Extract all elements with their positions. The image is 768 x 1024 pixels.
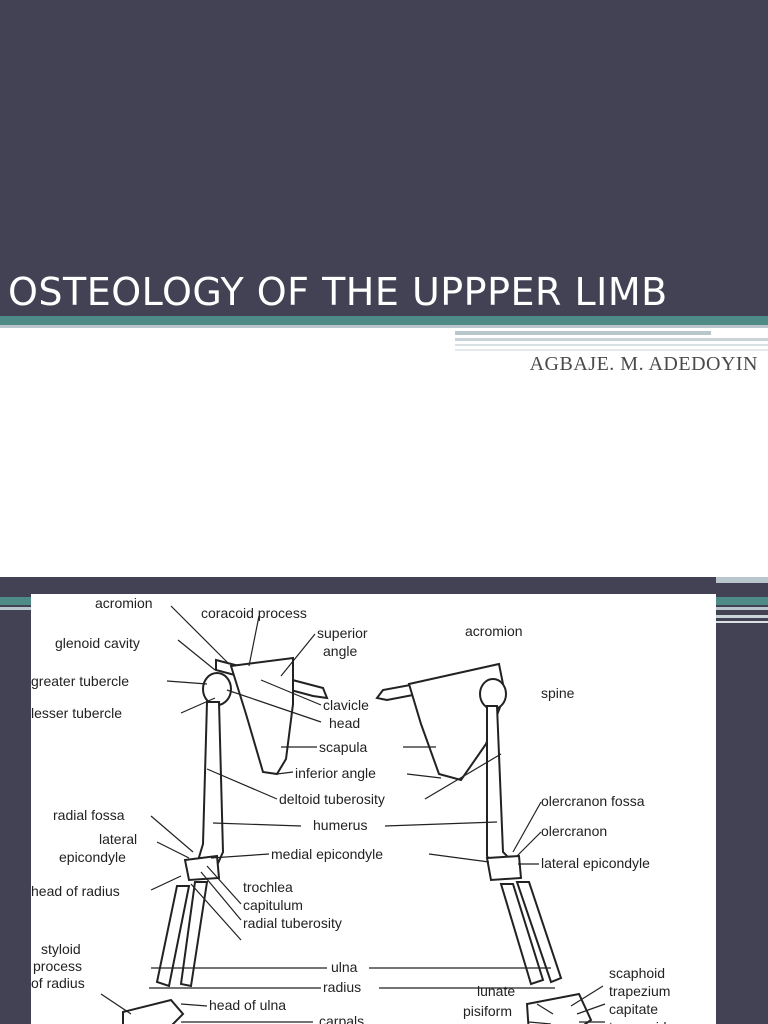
label-olecranon: olercranon [541, 823, 607, 839]
diagram-slide: acromion coracoid process superior angle… [0, 577, 768, 1024]
label-styloid-line2: process [33, 958, 82, 974]
label-glenoid-cavity: glenoid cavity [55, 635, 140, 651]
label-lateral-epicondyle-left-line1: lateral [99, 831, 137, 847]
label-radial-tuberosity: radial tuberosity [243, 915, 342, 931]
label-capitate: capitate [609, 1001, 658, 1017]
label-triquetrum: triquetrum [445, 1021, 508, 1024]
label-ulna: ulna [331, 959, 358, 975]
light-accent-bar [0, 325, 768, 328]
label-radial-fossa: radial fossa [53, 807, 125, 823]
label-clavicle: clavicle [323, 697, 369, 713]
label-trapezoid: trapezoid [609, 1019, 667, 1024]
author-name: AGBAJE. M. ADEDOYIN [529, 353, 758, 375]
label-head-of-radius: head of radius [31, 883, 120, 899]
label-capitulum: capitulum [243, 897, 303, 913]
accent-stripe-2 [455, 338, 768, 341]
label-lunate: lunate [477, 983, 515, 999]
left-limb-bones [122, 656, 329, 1024]
label-superior-angle-line2: angle [323, 643, 357, 659]
label-coracoid-process: coracoid process [201, 605, 307, 621]
label-styloid-line3: of radius [31, 975, 85, 991]
diagram-labels: acromion coracoid process superior angle… [31, 595, 670, 1024]
accent-stripe-3 [455, 344, 768, 346]
slide2-stripe-4 [716, 615, 768, 618]
label-lateral-epicondyle-right: lateral epicondyle [541, 855, 650, 871]
label-deltoid-tuberosity: deltoid tuberosity [279, 791, 385, 807]
label-pisiform: pisiform [463, 1003, 512, 1019]
slide2-stripe-3 [716, 577, 768, 583]
slide-title: OSTEOLOGY OF THE UPPPER LIMB [8, 270, 668, 314]
label-radius: radius [323, 979, 361, 995]
label-spine: spine [541, 685, 575, 701]
teal-accent-bar [0, 316, 768, 325]
slide2-stripe-5 [716, 621, 768, 623]
label-superior-angle-line1: superior [317, 625, 368, 641]
label-acromion-left: acromion [95, 595, 153, 611]
label-olecranon-fossa: olercranon fossa [541, 793, 645, 809]
label-head: head [329, 715, 360, 731]
label-scaphoid: scaphoid [609, 965, 665, 981]
label-lateral-epicondyle-left-line2: epicondyle [59, 849, 126, 865]
skeleton-drawing: acromion coracoid process superior angle… [31, 595, 670, 1024]
label-inferior-angle: inferior angle [295, 765, 376, 781]
label-humerus: humerus [313, 817, 367, 833]
label-scapula: scapula [319, 739, 367, 755]
title-slide: OSTEOLOGY OF THE UPPPER LIMB AGBAJE. M. … [0, 0, 768, 375]
label-trapezium: trapezium [609, 983, 670, 999]
right-limb-bones [375, 662, 593, 1024]
title-slide-header-band [0, 0, 768, 316]
label-trochlea: trochlea [243, 879, 293, 895]
label-lesser-tubercle: lesser tubercle [31, 705, 122, 721]
upper-limb-skeleton-diagram: acromion coracoid process superior angle… [31, 594, 716, 1024]
label-medial-epicondyle: medial epicondyle [271, 846, 383, 862]
label-carpals: carpals [319, 1013, 364, 1024]
label-styloid-line1: styloid [41, 941, 81, 957]
label-head-of-ulna: head of ulna [209, 997, 286, 1013]
accent-stripe-4 [455, 349, 768, 351]
label-greater-tubercle: greater tubercle [31, 673, 129, 689]
accent-stripe-1 [455, 331, 711, 335]
leader-lines [100, 605, 606, 1024]
label-acromion-right: acromion [465, 623, 523, 639]
